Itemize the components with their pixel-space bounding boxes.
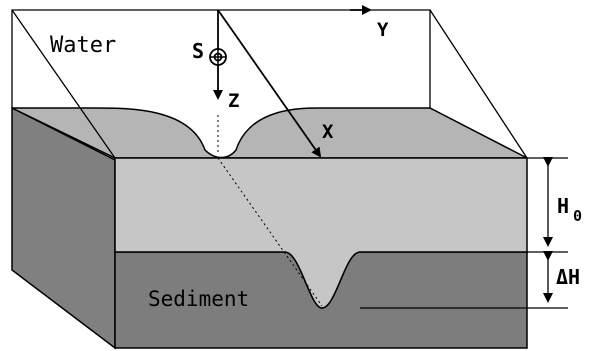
water-surface-top <box>11 107 528 159</box>
depth-dimension <box>360 157 568 309</box>
water-box-outline <box>11 9 528 159</box>
source-label: S <box>192 39 204 63</box>
depth-subscript-label: 0 <box>573 207 582 225</box>
delta-depth-label: ΔH <box>556 265 580 289</box>
water-label: Water <box>50 33 116 58</box>
y-axis-label: Y <box>377 19 389 41</box>
trough-projection-line <box>217 157 323 307</box>
water-front-face <box>114 157 528 309</box>
z-axis-label: Z <box>228 90 239 112</box>
x-axis-arrow <box>217 9 322 158</box>
depth-label: H <box>557 194 569 218</box>
sediment-label: Sediment <box>148 287 249 311</box>
x-axis-label: X <box>322 121 334 143</box>
source-marker-icon <box>209 48 227 66</box>
